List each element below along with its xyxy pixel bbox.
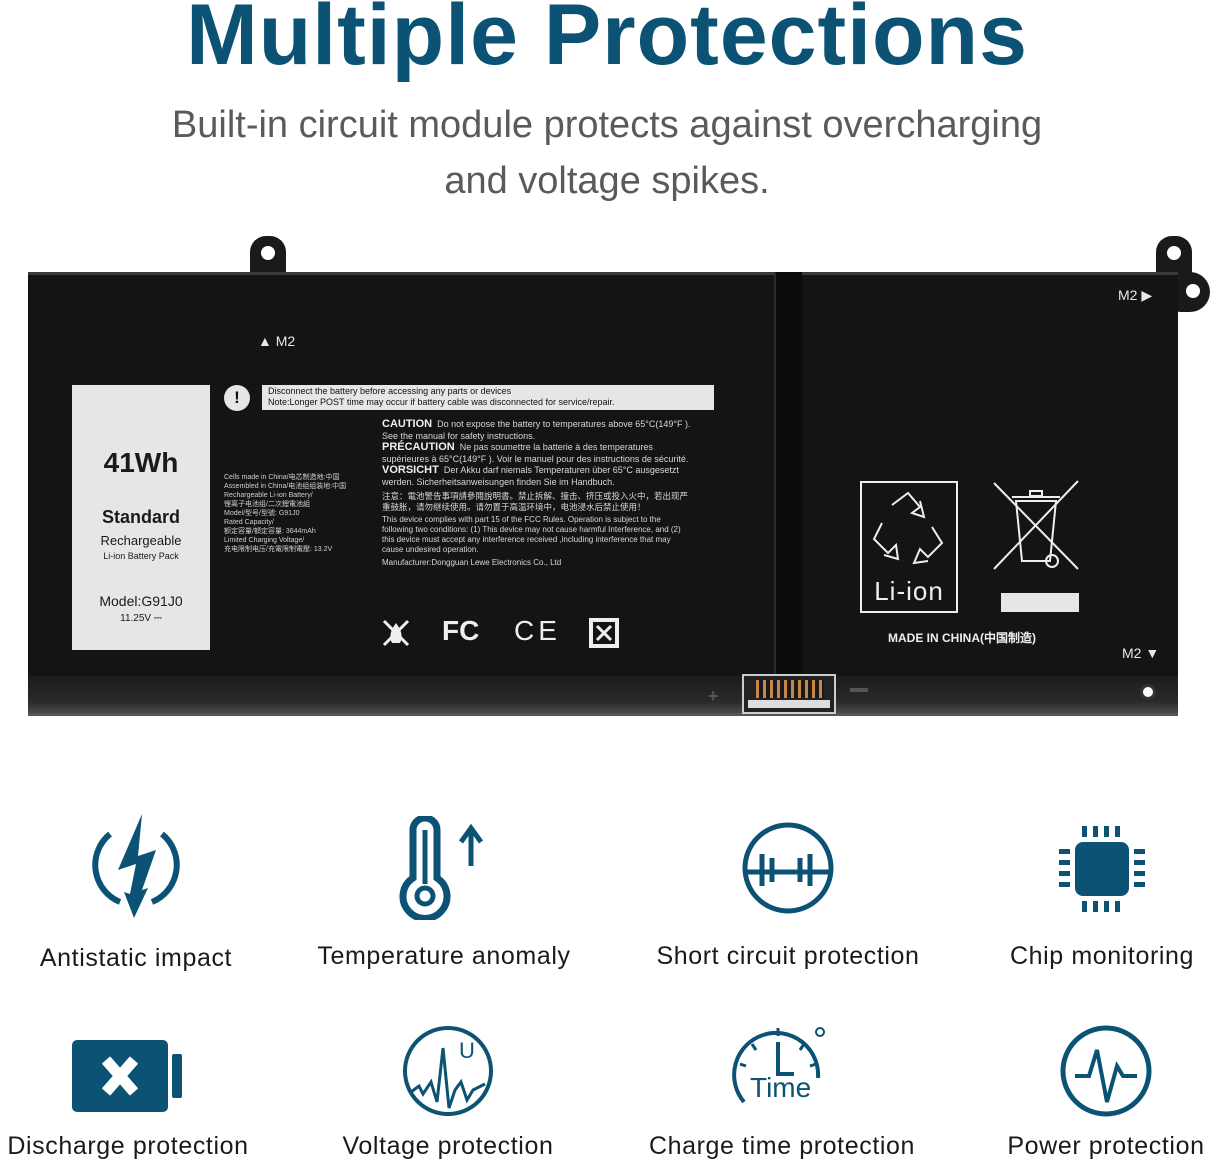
fcc-text: This device complies with part 15 of the…	[382, 514, 681, 554]
connector-pins	[756, 680, 824, 698]
caution-text-fr: Ne pas soumettre la batterie à des tempe…	[382, 442, 689, 464]
cells-info-line: Assembled in China/电池组组装地:中国	[224, 483, 347, 490]
weee-crossed-bin-icon	[990, 479, 1082, 573]
m2-marker: ▲ M2	[258, 333, 296, 349]
caution-text: CAUTION Do not expose the battery to tem…	[382, 418, 692, 568]
caution-text-zh: 注意：電池警告事項請參閱說明書。禁止拆解、撞击、挤压或投入火中，若出现严重鼓胀，…	[382, 490, 689, 512]
clock-time-icon: Time	[732, 1022, 832, 1108]
cells-info-line: Model/型号/型號: G91J0	[224, 510, 300, 517]
spec-line-1: Rechargeable	[100, 533, 182, 548]
battery-bottom-rail	[28, 676, 1178, 716]
warning-line-2: Note:Longer POST time may occur if batte…	[268, 397, 615, 407]
certification-marks: FC CE	[380, 615, 640, 651]
subtitle-line-1: Built-in circuit module protects against…	[171, 104, 1043, 146]
warning-line-1: Disconnect the battery before accessing …	[268, 386, 512, 396]
cell-divider	[774, 272, 804, 692]
feature-label: Temperature anomaly	[317, 942, 571, 970]
model-number: Model:G91J0	[99, 593, 183, 609]
feature-label: Short circuit protection	[656, 942, 920, 970]
no-fire-icon	[380, 617, 412, 649]
voltage: 11.25V ⎓	[120, 613, 162, 624]
feature-label: Power protection	[1007, 1132, 1205, 1160]
subtitle-line-2: and voltage spikes.	[444, 160, 770, 202]
voltage-u-label: U	[459, 1038, 475, 1063]
warning-box: Disconnect the battery before accessing …	[262, 385, 714, 410]
cells-info-line: 额定容量/額定容量: 3644mAh	[224, 528, 316, 535]
battery-x-icon	[72, 1038, 184, 1114]
connector-base	[748, 700, 830, 708]
chip-icon	[1057, 824, 1147, 914]
cells-info-line: Limited Charging Voltage/	[224, 537, 305, 544]
fcc-mark-icon: FC	[442, 615, 480, 646]
page-title: Multiple Protections	[186, 0, 1028, 83]
lightning-icon	[90, 812, 182, 920]
short-circuit-icon	[740, 820, 836, 916]
li-ion-text: Li-ion	[874, 576, 944, 606]
cells-info-line: 充电限制电压/充電限制電壓: 13.2V	[224, 546, 333, 553]
caution-heading-fr: PRÉCAUTION	[382, 441, 455, 454]
cells-info-line: Rated Capacity/	[224, 519, 274, 526]
feature-label: Charge time protection	[648, 1132, 916, 1160]
battery-cell-left: ▲ M2 41Wh Standard Rechargeable Li-ion B…	[28, 272, 776, 680]
battery-cell-right: M2 ▶ Li-ion M	[802, 272, 1178, 680]
capacity-wh: 41Wh	[103, 447, 179, 478]
feature-label: Voltage protection	[342, 1132, 554, 1160]
label-bar	[1001, 593, 1079, 612]
caution-heading-de: VORSICHT	[382, 464, 439, 477]
spec-line-2: Li-ion Battery Pack	[103, 551, 179, 561]
feature-label: Discharge protection	[7, 1132, 249, 1160]
time-text: Time	[750, 1072, 812, 1103]
made-in-label: MADE IN CHINA(中国制造)	[888, 631, 1036, 645]
caution-text-en: Do not expose the battery to temperature…	[382, 419, 691, 441]
battery-connector	[742, 674, 836, 714]
warning-icon: !	[224, 385, 250, 411]
battery-product-image: ▲ M2 41Wh Standard Rechargeable Li-ion B…	[28, 236, 1214, 720]
m2-marker: M2 ▼	[1122, 645, 1160, 661]
manufacturer: Manufacturer:Dongguan Lewe Electronics C…	[382, 557, 562, 567]
feature-label: Antistatic impact	[39, 944, 233, 972]
thermometer-icon	[399, 816, 489, 920]
cells-info-line: 锂离子电池组/二次鋰電池組	[224, 501, 310, 508]
li-ion-recycle-label: Li-ion	[860, 481, 958, 613]
pulse-icon	[1059, 1024, 1153, 1118]
cells-info-line: Cells made in China/电芯制造地:中国	[224, 474, 340, 481]
cells-info-line: Rechargeable Li-ion Battery/	[224, 492, 313, 499]
caution-text-de: Der Akku darf niemals Temperaturen über …	[382, 465, 679, 487]
voltage-wave-icon: U	[401, 1024, 495, 1118]
m2-marker: M2 ▶	[1118, 287, 1153, 303]
minus-terminal-icon	[850, 688, 868, 692]
feature-label: Chip monitoring	[1009, 942, 1195, 970]
battery-type: Standard	[101, 507, 180, 527]
mounting-tab	[1176, 272, 1210, 312]
ce-mark-icon: CE	[514, 615, 561, 646]
caution-heading-en: CAUTION	[382, 418, 433, 430]
recycle-icon	[872, 491, 944, 565]
recycle-cert-icon	[588, 617, 620, 649]
cells-info: Cells made in China/电芯制造地:中国 Assembled i…	[224, 473, 374, 554]
screw-hole	[1140, 684, 1156, 700]
spec-label: 41Wh Standard Rechargeable Li-ion Batter…	[72, 385, 210, 650]
plus-terminal-icon: +	[708, 686, 719, 706]
